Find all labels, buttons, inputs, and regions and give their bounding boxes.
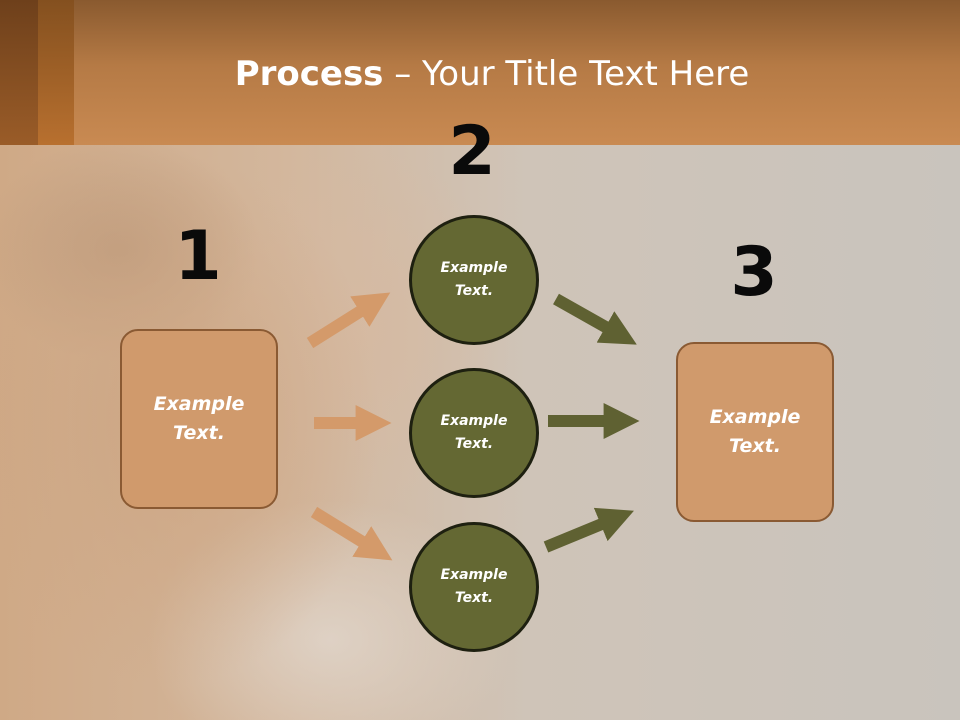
step-2-label-bottom: Example Text.: [440, 567, 508, 606]
step-2-circle-middle[interactable]: Example Text.: [409, 368, 539, 498]
title-banner: Process – Your Title Text Here: [0, 0, 960, 145]
step-2-label-middle: Example Text.: [440, 413, 508, 452]
step-1-box[interactable]: Example Text.: [120, 329, 278, 509]
banner-accent-strip: [0, 0, 38, 145]
step-1-label: Example Text.: [153, 393, 245, 444]
arrow-1-to-2-bottom: [310, 506, 393, 561]
step-3-label: Example Text.: [709, 406, 801, 457]
step-number-3: 3: [730, 233, 778, 312]
page-title[interactable]: Process – Your Title Text Here: [0, 52, 960, 96]
step-2-circle-bottom[interactable]: Example Text.: [409, 522, 539, 652]
title-rest: – Your Title Text Here: [383, 54, 750, 94]
step-number-2: 2: [448, 112, 496, 191]
step-3-box[interactable]: Example Text.: [676, 342, 834, 522]
arrow-1-to-2-top: [306, 292, 391, 349]
arrow-2-to-3-bottom: [543, 507, 634, 553]
title-bold: Process: [234, 54, 384, 94]
step-2-label-top: Example Text.: [440, 260, 508, 299]
arrow-2-to-3-top: [553, 293, 637, 345]
step-2-circle-top[interactable]: Example Text.: [409, 215, 539, 345]
banner-accent-strip: [38, 0, 74, 145]
step-number-1: 1: [174, 217, 222, 296]
